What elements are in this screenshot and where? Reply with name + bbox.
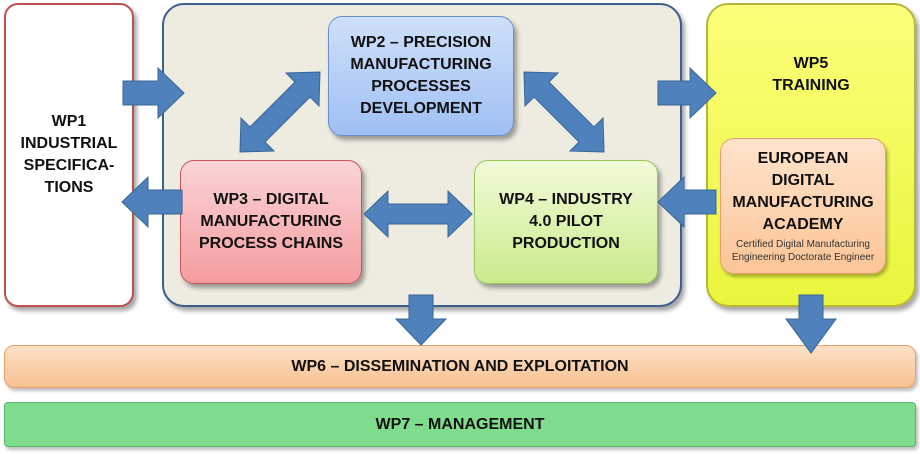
wp5-line: WP5: [793, 55, 829, 72]
wp1-line: TIONS: [44, 179, 94, 196]
wp3-line: MANUFACTURING: [200, 213, 342, 230]
wp4-line: PRODUCTION: [512, 235, 620, 252]
wp1-line: INDUSTRIAL: [20, 135, 118, 152]
academy-subtitle: Engineering Doctorate Engineer: [731, 252, 875, 263]
wp7-bar: WP7 – MANAGEMENT: [4, 402, 916, 447]
wp5-line: TRAINING: [772, 77, 850, 94]
academy-line: EUROPEAN: [757, 150, 849, 167]
academy-line: MANUFACTURING: [732, 194, 874, 211]
wp4-line: 4.0 PILOT: [529, 213, 603, 230]
wp4-line: WP4 – INDUSTRY: [499, 191, 633, 208]
wp1-line: WP1: [51, 113, 87, 130]
academy-subtitle: Certified Digital Manufacturing: [736, 239, 870, 250]
wp2-line: PROCESSES: [371, 78, 471, 95]
wp2-line: MANUFACTURING: [350, 56, 492, 73]
academy-line: DIGITAL: [771, 172, 835, 189]
wp1-line: SPECIFICA-: [23, 157, 115, 174]
wp3-box: WP3 – DIGITAL MANUFACTURING PROCESS CHAI…: [180, 160, 362, 284]
academy-box: EUROPEAN DIGITAL MANUFACTURING ACADEMY C…: [720, 138, 886, 274]
academy-line: ACADEMY: [762, 216, 844, 233]
wp7-label: WP7 – MANAGEMENT: [375, 415, 545, 433]
wp6-bar: WP6 – DISSEMINATION AND EXPLOITATION: [4, 345, 916, 388]
wp3-line: WP3 – DIGITAL: [213, 191, 329, 208]
wp2-line: WP2 – PRECISION: [350, 34, 492, 51]
wp2-line: DEVELOPMENT: [360, 100, 482, 117]
wp1-box: WP1 INDUSTRIAL SPECIFICA- TIONS: [4, 3, 134, 307]
wp4-box: WP4 – INDUSTRY 4.0 PILOT PRODUCTION: [474, 160, 658, 284]
wp6-label: WP6 – DISSEMINATION AND EXPLOITATION: [291, 357, 629, 375]
wp3-line: PROCESS CHAINS: [198, 235, 344, 252]
wp2-box: WP2 – PRECISION MANUFACTURING PROCESSES …: [328, 16, 514, 136]
